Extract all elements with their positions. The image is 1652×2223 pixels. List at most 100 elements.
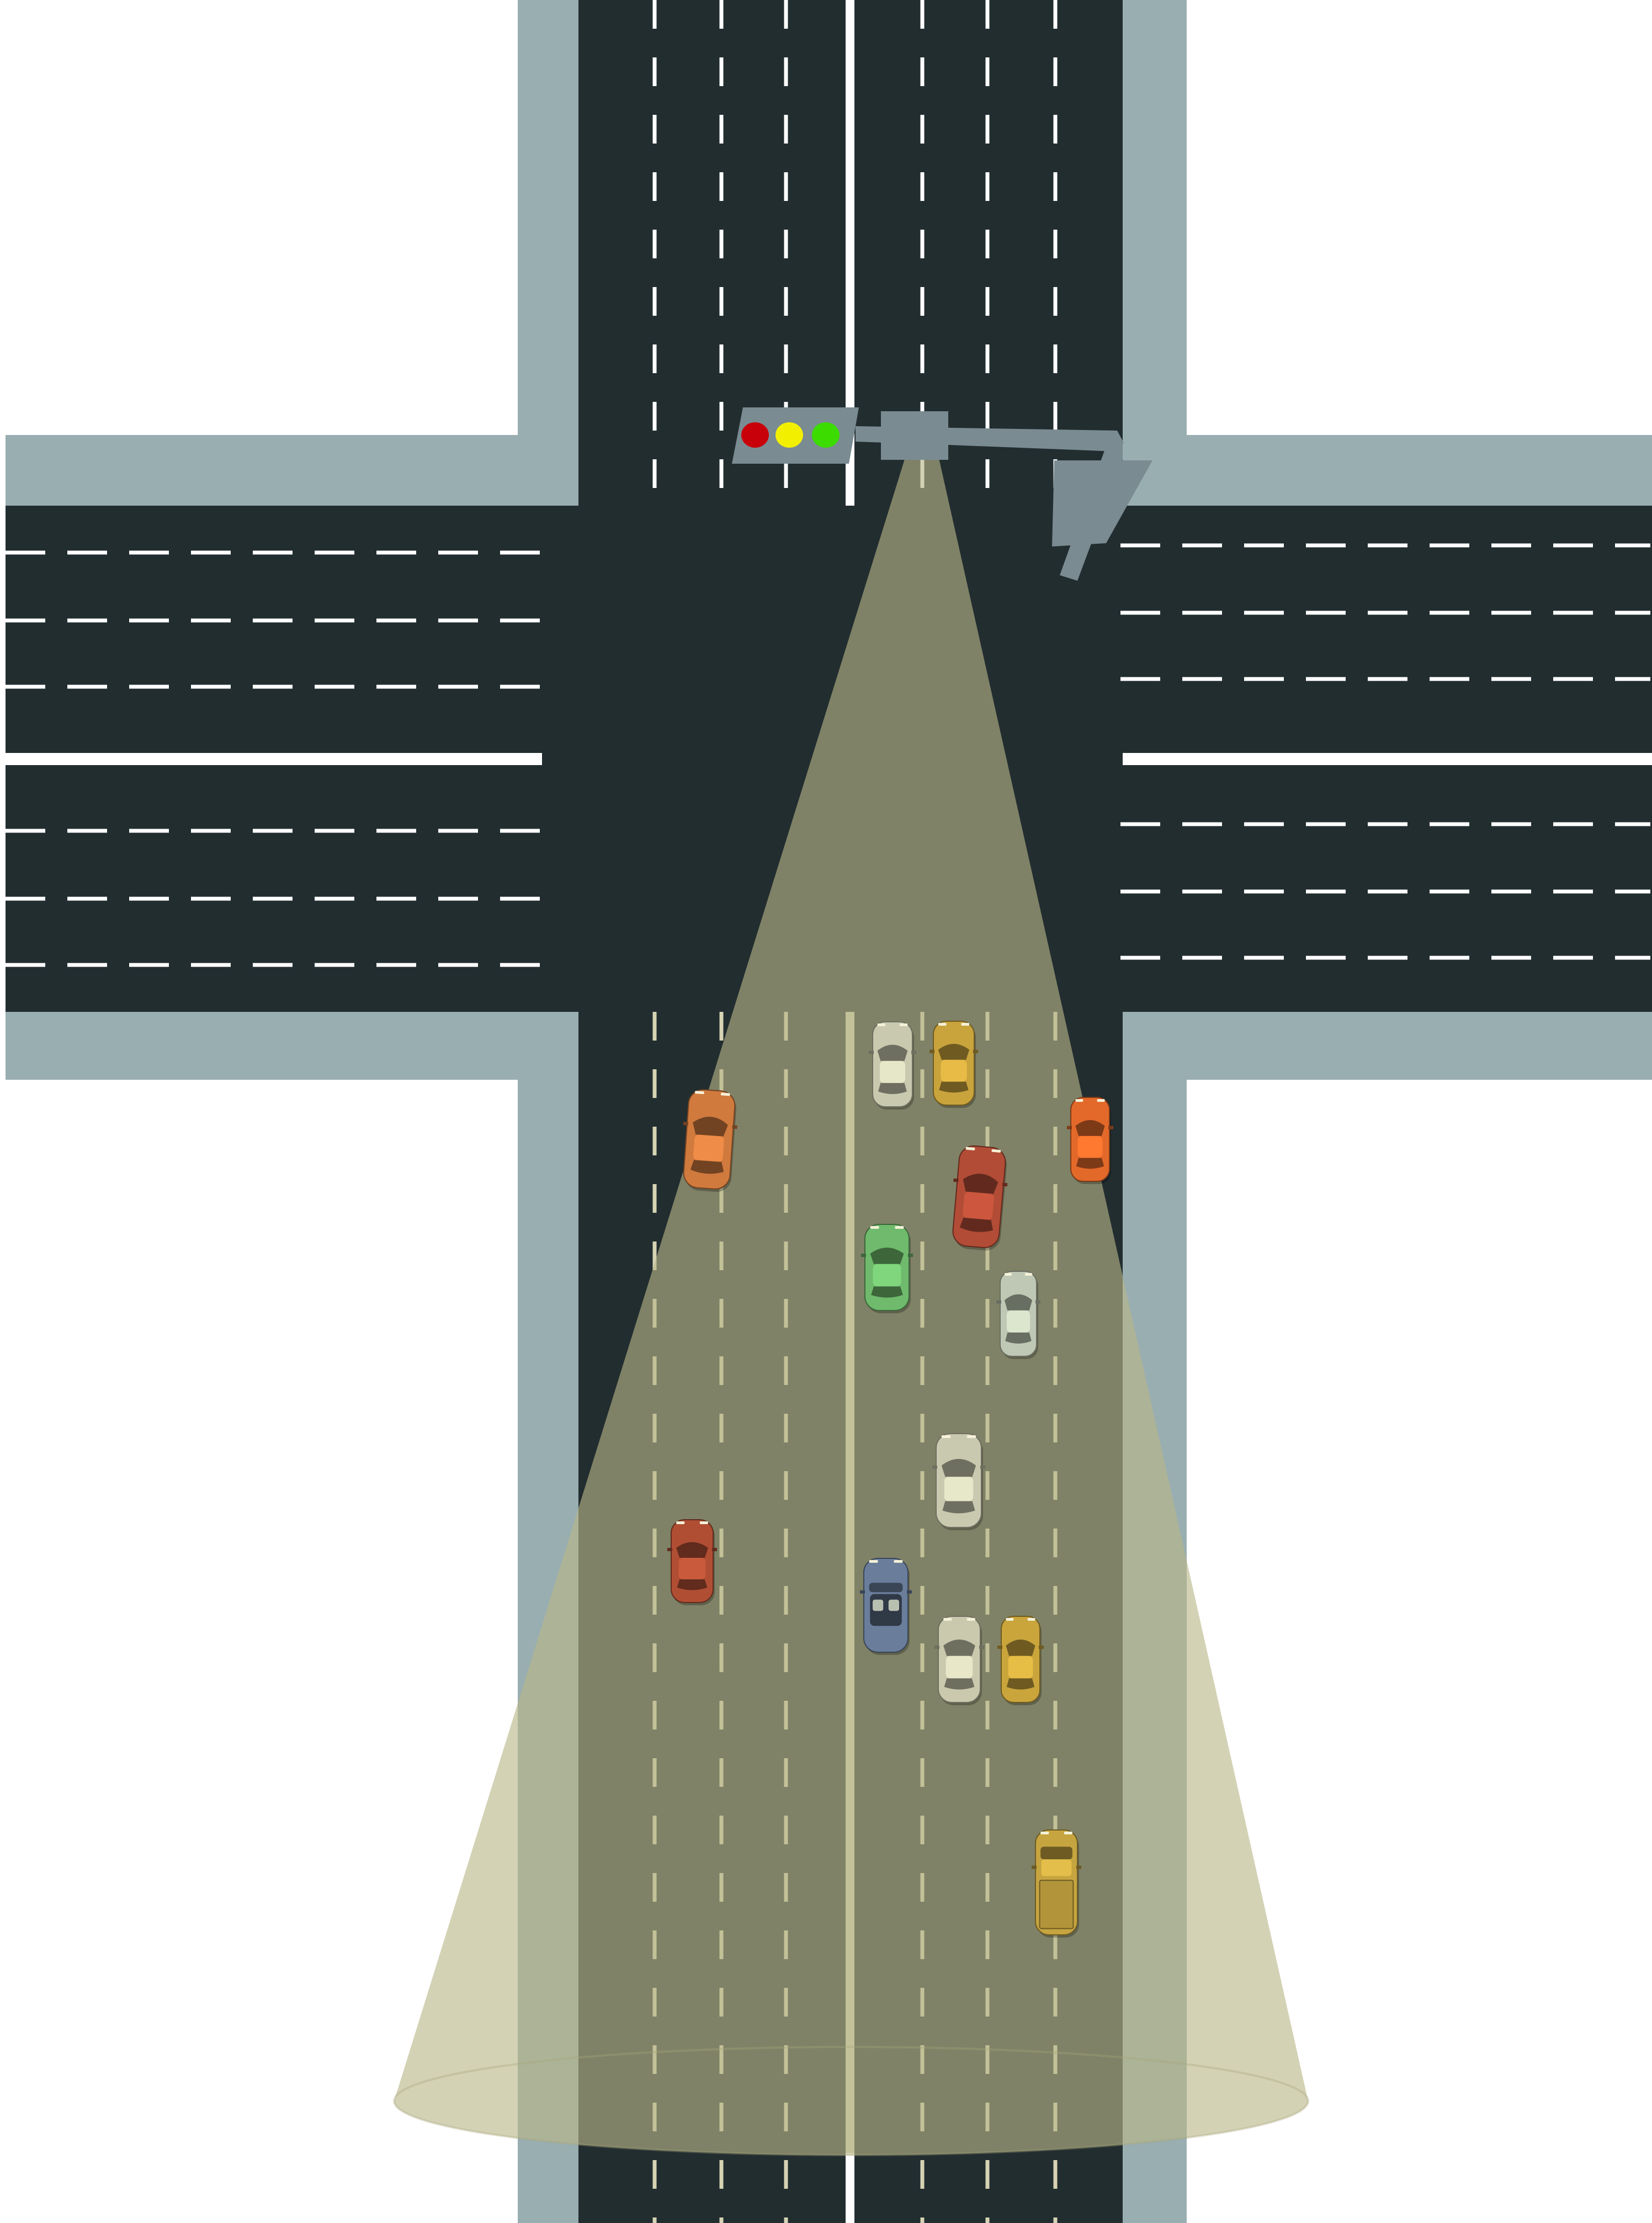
car-truck-bed	[1039, 1880, 1074, 1929]
car-headlight-right	[895, 1226, 904, 1229]
car-rear-window	[1006, 1678, 1035, 1690]
car-10	[860, 1558, 912, 1655]
car-mirror-left	[997, 1646, 1002, 1649]
car-mirror-left	[667, 1548, 672, 1551]
car-mirror-right	[712, 1548, 717, 1551]
car-headlight-left	[1075, 1099, 1083, 1102]
car-mirror-right	[732, 1125, 737, 1129]
car-mirror-left	[929, 1049, 934, 1053]
car-rear-window	[690, 1160, 724, 1174]
car-seat-left	[873, 1599, 884, 1611]
car-mirror-left	[934, 1646, 939, 1649]
car-roof	[879, 1060, 906, 1083]
car-rear-window	[959, 1217, 994, 1232]
car-headlight-right	[1064, 1832, 1072, 1834]
car-roof	[941, 1059, 967, 1082]
car-roof	[945, 1656, 973, 1679]
car-headlight-left	[941, 1435, 951, 1438]
car-headlight-right	[966, 1435, 976, 1438]
center-line-north	[846, 0, 854, 506]
car-headlight-right	[899, 1023, 908, 1026]
center-line-south-tail	[846, 2153, 854, 2223]
car-windshield	[938, 1044, 970, 1060]
car-rear-window	[944, 1678, 975, 1690]
car-rear-window	[942, 1501, 975, 1514]
car-mirror-left	[1067, 1126, 1072, 1129]
car-seat-right	[888, 1599, 899, 1611]
car-mirror-right	[1076, 1865, 1081, 1869]
camera-beam	[393, 436, 1309, 2156]
car-headlight-left	[1004, 1273, 1012, 1276]
car-rear-window	[677, 1579, 708, 1590]
car-5	[952, 1145, 1008, 1251]
car-rear-window	[871, 1286, 903, 1298]
car-mirror-right	[1108, 1126, 1113, 1129]
car-headlight-left	[938, 1023, 947, 1026]
beam-ellipse-edge	[393, 2046, 1309, 2156]
car-headlight-right	[961, 1023, 970, 1026]
car-roof	[693, 1134, 724, 1162]
car-headlight-left	[1006, 1618, 1014, 1621]
traffic-signal-gantry	[732, 407, 1152, 581]
car-headlight-right	[1027, 1618, 1035, 1621]
center-line-west	[6, 753, 542, 765]
vehicles	[667, 1021, 1113, 1938]
car-roof	[944, 1477, 974, 1502]
car-roof	[963, 1192, 994, 1220]
car-rear-window	[1076, 1158, 1104, 1169]
car-2	[929, 1021, 978, 1108]
car-headlight-left	[676, 1521, 685, 1524]
signal-green-lamp	[812, 422, 840, 448]
car-windshield	[693, 1117, 728, 1137]
car-rear-window	[1005, 1332, 1032, 1344]
car-mirror-right	[973, 1049, 978, 1053]
traffic-light-icon	[732, 407, 859, 464]
car-headlight-left	[869, 1560, 878, 1563]
car-headlight-right	[699, 1521, 708, 1524]
car-roof	[1008, 1656, 1033, 1679]
car-mirror-right	[980, 1465, 985, 1469]
car-headlight-left	[694, 1091, 704, 1095]
car-mirror-right	[1002, 1182, 1008, 1187]
car-mirror-left	[996, 1300, 1001, 1304]
car-9	[667, 1519, 717, 1605]
car-roof	[678, 1558, 706, 1579]
car-rear-window	[939, 1081, 969, 1093]
car-windshield	[870, 1248, 904, 1264]
car-mirror-right	[1035, 1300, 1040, 1304]
car-8	[932, 1433, 985, 1530]
car-headlight-right	[991, 1149, 1001, 1153]
car-headlight-right	[1097, 1099, 1105, 1102]
car-headlight-left	[870, 1226, 879, 1229]
car-cab-roof	[1041, 1859, 1072, 1876]
center-line-east	[1123, 753, 1652, 765]
car-headlight-right	[1024, 1273, 1033, 1276]
car-mirror-left	[860, 1590, 865, 1594]
car-13	[1032, 1829, 1081, 1938]
car-mirror-left	[861, 1254, 866, 1258]
car-windshield	[676, 1542, 708, 1558]
car-mirror-left	[683, 1122, 689, 1126]
car-mirror-left	[869, 1051, 874, 1054]
car-windshield	[963, 1174, 998, 1194]
car-windshield	[869, 1583, 903, 1593]
car-rear-window	[878, 1083, 907, 1094]
car-mirror-right	[1039, 1646, 1044, 1649]
car-windshield	[1006, 1640, 1035, 1656]
car-headlight-right	[966, 1618, 975, 1621]
car-6	[861, 1224, 913, 1313]
car-mirror-right	[911, 1051, 916, 1054]
car-headlight-left	[877, 1023, 886, 1026]
car-7	[996, 1271, 1040, 1359]
car-roof	[1006, 1310, 1030, 1333]
car-mirror-right	[979, 1646, 984, 1649]
car-mirror-left	[1032, 1865, 1037, 1869]
car-roof	[1077, 1136, 1103, 1158]
car-4	[1067, 1097, 1113, 1184]
car-windshield	[943, 1640, 975, 1656]
car-mirror-right	[908, 1254, 913, 1258]
beam-cone	[394, 436, 1308, 2155]
car-windshield	[1040, 1847, 1072, 1860]
signal-yellow-lamp	[775, 422, 803, 448]
